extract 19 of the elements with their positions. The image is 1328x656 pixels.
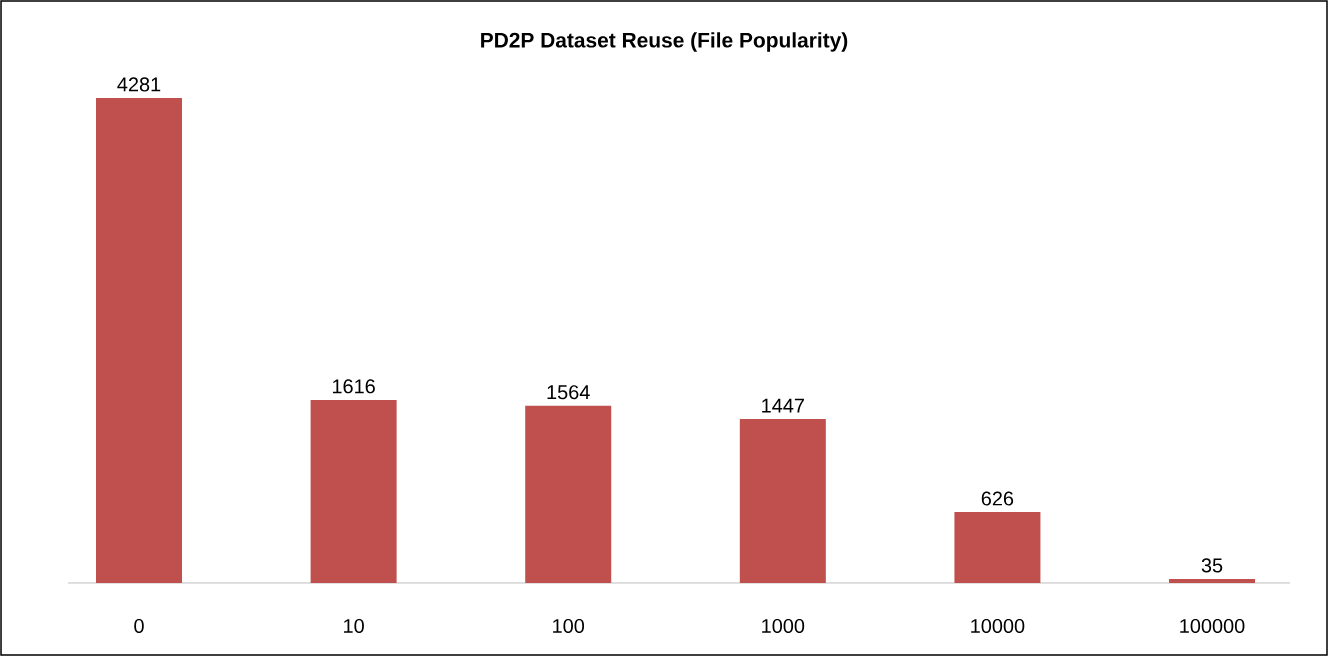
- bar: [1169, 579, 1256, 583]
- data-label: 4281: [117, 77, 161, 92]
- category-label: 100000: [1180, 618, 1245, 634]
- category-label: 10: [344, 618, 364, 634]
- data-label: 1616: [332, 379, 375, 394]
- bar: [954, 512, 1041, 583]
- data-label: 1564: [547, 385, 590, 400]
- category-label: 10000: [971, 618, 1025, 634]
- bar: [96, 97, 183, 583]
- data-label: 1447: [762, 398, 804, 413]
- data-label: 626: [981, 491, 1014, 506]
- bar: [739, 419, 826, 583]
- chart-title: PD2P Dataset Reuse (File Popularity): [481, 32, 848, 52]
- bar: [310, 399, 397, 583]
- bar: [525, 405, 612, 583]
- category-label: 0: [134, 618, 144, 634]
- category-label: 100: [553, 618, 585, 634]
- category-label: 1000: [762, 618, 805, 634]
- data-label: 35: [1201, 558, 1223, 573]
